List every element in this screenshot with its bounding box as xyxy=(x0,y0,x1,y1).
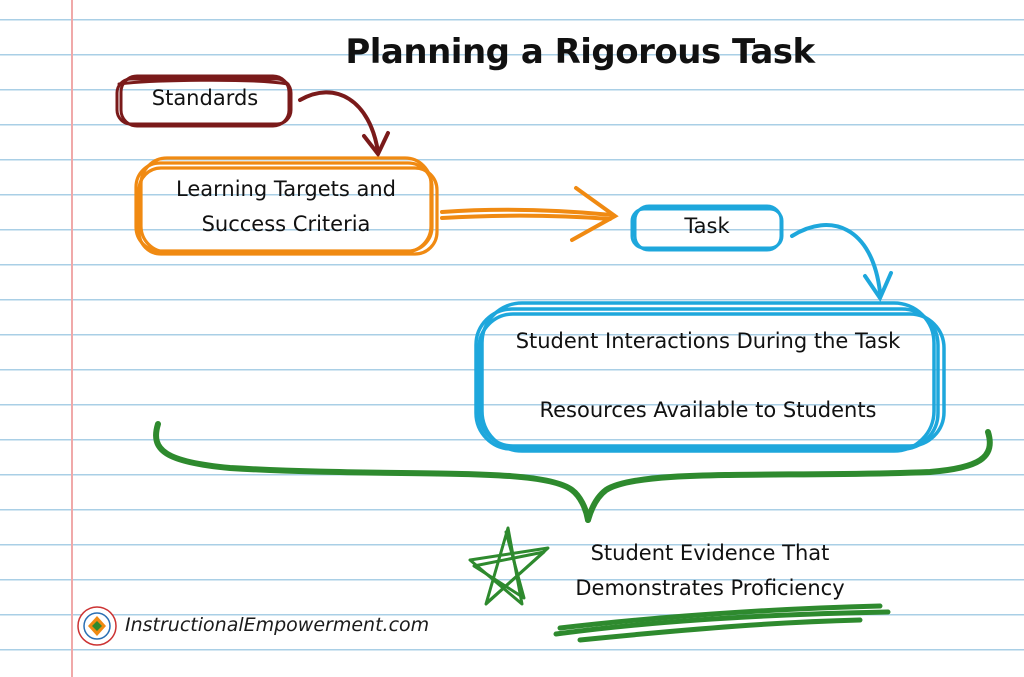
task-box xyxy=(630,204,784,252)
interactions-box xyxy=(474,301,946,453)
node-student-interactions: Student Interactions During the Task xyxy=(515,329,901,353)
arrow-task-to-interactions xyxy=(790,223,893,303)
node-evidence-line2: Demonstrates Proficiency xyxy=(575,576,845,600)
node-task: Task xyxy=(684,214,730,238)
grouping-brace xyxy=(153,421,993,523)
node-learning-targets-line2: Success Criteria xyxy=(201,212,371,236)
node-evidence-line1: Student Evidence That xyxy=(590,541,830,565)
page-title: Planning a Rigorous Task xyxy=(345,32,815,72)
margin-line xyxy=(71,0,73,677)
evidence-underline xyxy=(553,603,891,643)
node-standards: Standards xyxy=(151,86,259,110)
node-resources: Resources Available to Students xyxy=(539,398,877,422)
star-icon xyxy=(468,526,550,606)
learning-targets-box xyxy=(134,156,439,256)
logo-icon xyxy=(77,606,117,646)
arrow-targets-to-task xyxy=(440,186,619,242)
node-learning-targets-line1: Learning Targets and xyxy=(176,177,396,201)
arrow-standards-to-targets xyxy=(298,90,390,158)
standards-box xyxy=(115,74,293,128)
website-link[interactable]: InstructionalEmpowerment.com xyxy=(125,614,430,636)
